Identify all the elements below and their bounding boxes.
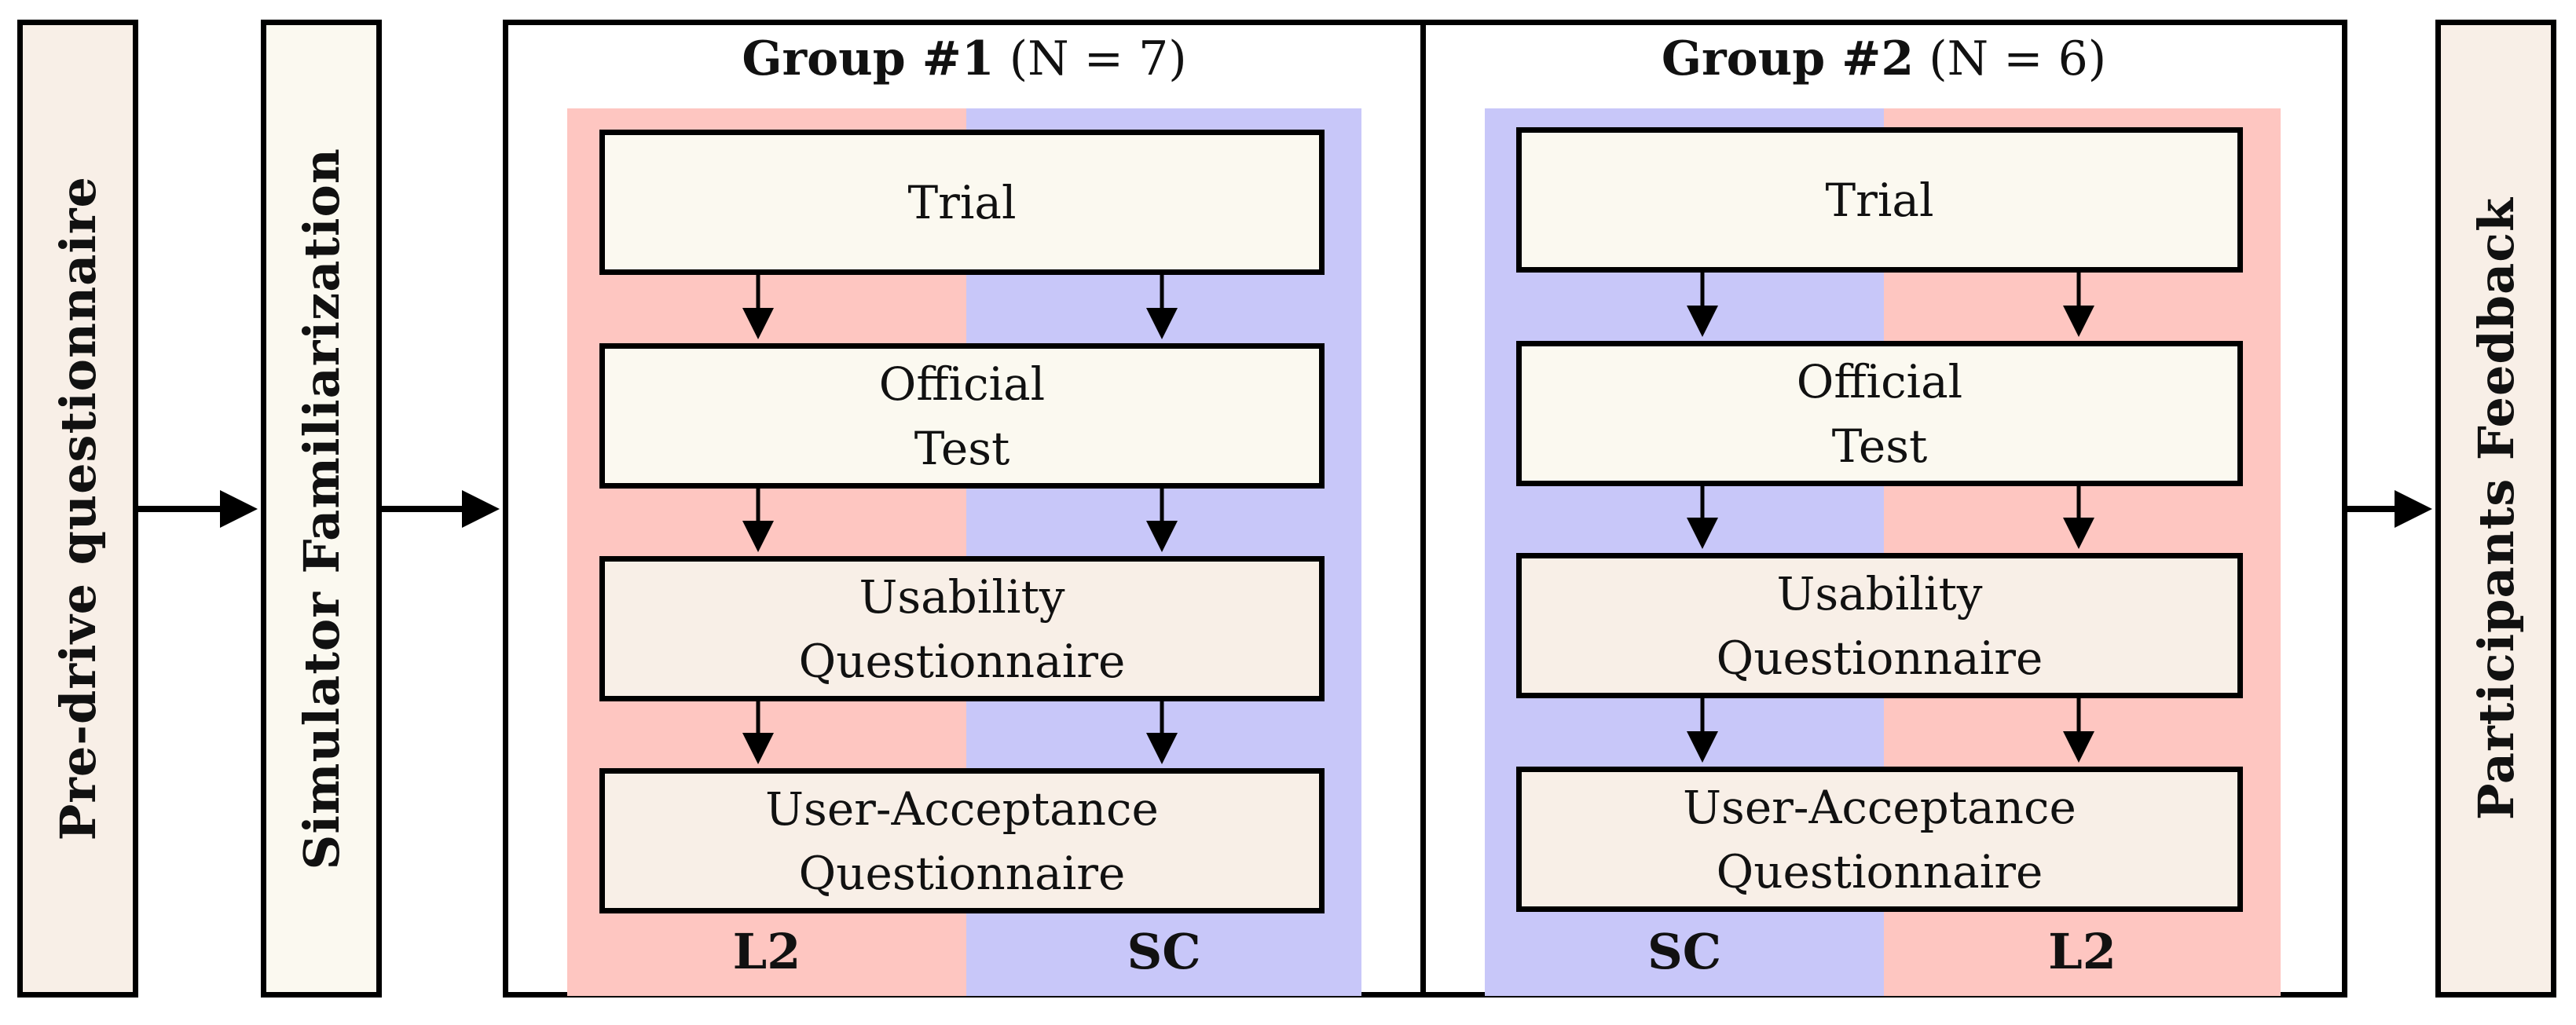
group-1-official-test-step: Official Test bbox=[599, 343, 1325, 489]
step-label-line-2: Test bbox=[914, 421, 1010, 475]
step-label-line-1: Official bbox=[1796, 354, 1963, 408]
step-label-line-2: Questionnaire bbox=[1716, 631, 2043, 685]
group-1-trial-step: Trial bbox=[599, 130, 1325, 275]
participants-feedback-box: Participants Feedback bbox=[2435, 20, 2556, 998]
step-label-line-1: Usability bbox=[859, 569, 1065, 624]
group-1-count: (N = 7) bbox=[1009, 31, 1187, 86]
step-label-line-2: Test bbox=[1831, 419, 1928, 473]
group-2-official-test-step: Official Test bbox=[1516, 341, 2243, 486]
step-label-line-2: Questionnaire bbox=[798, 634, 1126, 688]
group-2-sc-label: SC bbox=[1647, 923, 1722, 980]
step-label-line-1: User-Acceptance bbox=[765, 782, 1159, 836]
step-label: Trial bbox=[907, 175, 1017, 229]
step-label-line-2: Questionnaire bbox=[1716, 844, 2043, 899]
step-label: Trial bbox=[1825, 173, 1934, 227]
group-1-sc-label: SC bbox=[1127, 923, 1201, 980]
group-2-name: Group #2 bbox=[1661, 31, 1915, 86]
step-label-line-2: Questionnaire bbox=[798, 846, 1126, 900]
step-label-line-1: Usability bbox=[1776, 566, 1983, 620]
group-1-usability-step: Usability Questionnaire bbox=[599, 556, 1325, 701]
group-2-trial-step: Trial bbox=[1516, 127, 2243, 273]
simulator-familiarization-box: Simulator Familiarization bbox=[261, 20, 382, 998]
group-1-title: Group #1 (N = 7) bbox=[503, 31, 1426, 94]
group-2-usability-step: Usability Questionnaire bbox=[1516, 553, 2243, 698]
group-1-l2-label: L2 bbox=[732, 923, 801, 980]
group-1-name: Group #1 bbox=[742, 31, 995, 86]
step-label-line-1: User-Acceptance bbox=[1683, 780, 2076, 834]
group-2-l2-label: L2 bbox=[2048, 923, 2116, 980]
group-2-title: Group #2 (N = 6) bbox=[1420, 31, 2347, 94]
group-1-user-acceptance-step: User-Acceptance Questionnaire bbox=[599, 768, 1325, 913]
group-2-count: (N = 6) bbox=[1929, 31, 2107, 86]
step-label-line-1: Official bbox=[878, 357, 1046, 411]
pre-drive-questionnaire-box: Pre-drive questionnaire bbox=[17, 20, 138, 998]
group-2-user-acceptance-step: User-Acceptance Questionnaire bbox=[1516, 767, 2243, 912]
